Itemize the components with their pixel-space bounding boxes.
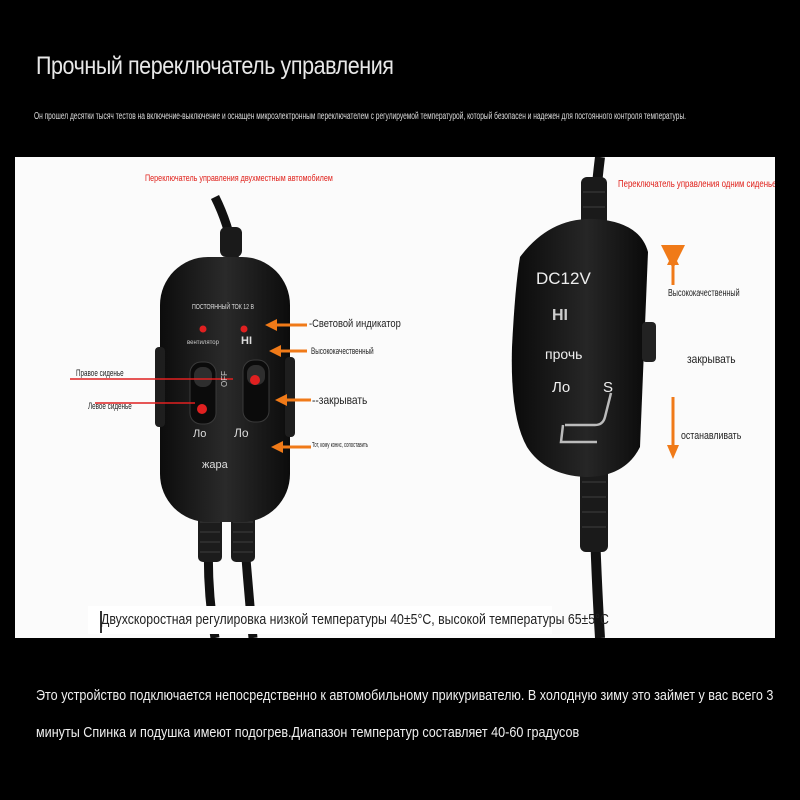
- annotation-indicator: -Световой индикатор: [309, 318, 401, 330]
- annotation-high: Высококачественный: [311, 346, 374, 356]
- product-illustration: [70, 157, 685, 638]
- description-line-1: Это устройство подключается непосредстве…: [36, 687, 774, 704]
- seat-heat-icon: [559, 392, 613, 444]
- device-fan-label: вентилятор: [187, 340, 219, 346]
- dual-controller-heading: Переключатель управления двухместным авт…: [145, 173, 333, 183]
- annotation-left-seat: Левое сиденье: [88, 401, 132, 411]
- product-photo: Переключатель управления двухместным авт…: [15, 157, 775, 638]
- caption-box: [88, 606, 552, 634]
- right-indicator-light: [240, 325, 248, 333]
- dual-seat-controller: [160, 257, 290, 522]
- single-off-label: прочь: [545, 346, 583, 362]
- device-off-label: OFF: [220, 371, 229, 387]
- device-lo-left: Ло: [193, 428, 207, 440]
- description-line-2: минуты Спинка и подушка имеют подогрев.Д…: [36, 724, 580, 741]
- single-lo-label: Ло: [552, 379, 571, 396]
- single-s-label: S: [603, 379, 614, 396]
- annotation-close: --закрывать: [312, 393, 368, 407]
- device-heat-label: жара: [202, 459, 228, 471]
- page-subtitle: Он прошел десятки тысяч тестов на включе…: [34, 111, 687, 122]
- annotation-right-seat: Правое сиденье: [76, 368, 124, 378]
- annotation-low: Тот, кому конис, сопоставить: [312, 442, 369, 449]
- single-annotation-high: Высококачественный: [668, 288, 740, 299]
- photo-caption: Двухскоростная регулировка низкой темпер…: [101, 611, 609, 628]
- single-annotation-stop: останавливать: [681, 430, 742, 442]
- device-hi-label: HI: [241, 335, 252, 347]
- single-controller-heading: Переключатель управления одним сиденьем: [618, 179, 775, 190]
- device-lo-right: Ло: [234, 426, 249, 440]
- single-seat-controller: [511, 218, 648, 477]
- left-indicator-light: [199, 325, 207, 333]
- page-title: Прочный переключатель управления: [36, 52, 394, 80]
- device-top-label: ПОСТОЯННЫЙ ТОК 12 В: [192, 304, 255, 311]
- single-slide-switch[interactable]: [642, 322, 656, 362]
- single-hi-label: HI: [552, 307, 568, 324]
- single-annotation-close: закрывать: [687, 352, 736, 366]
- text-cursor: [100, 611, 102, 633]
- single-dc-label: DC12V: [536, 269, 591, 288]
